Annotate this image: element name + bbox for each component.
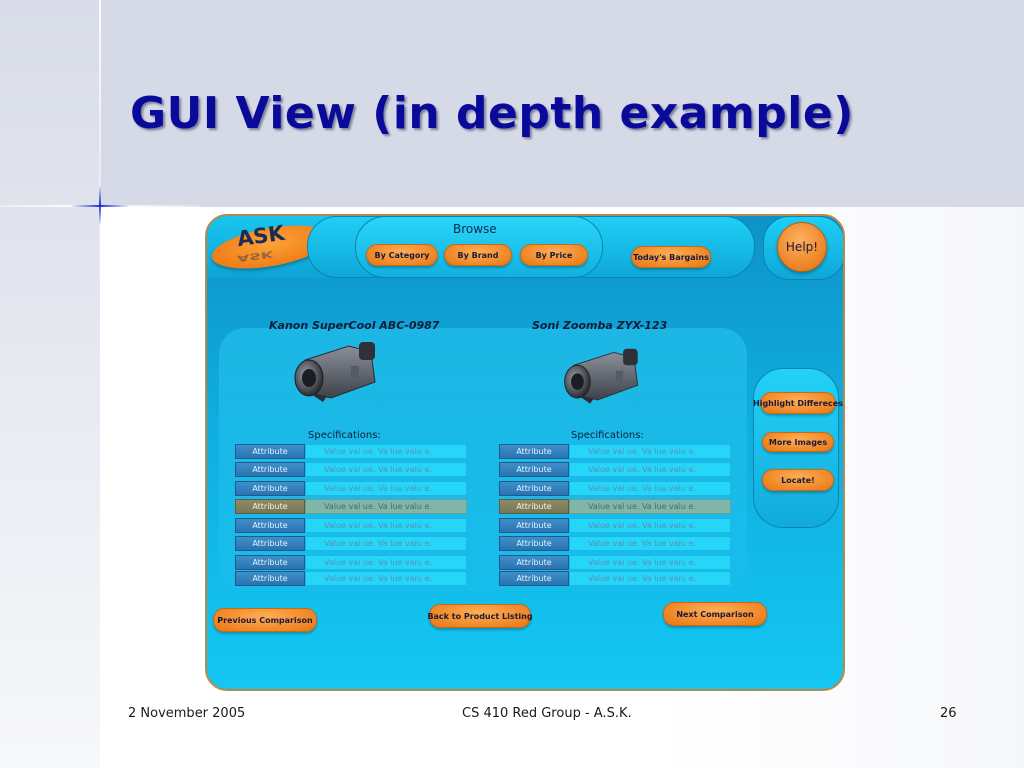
spec-value-cell: Value val ue. Va lue valu e. — [305, 536, 467, 551]
spec-value-cell: Value val ue. Va lue valu e. — [305, 481, 467, 496]
by-price-button[interactable]: By Price — [520, 244, 588, 266]
spec-value-cell: Value val ue. Va lue valu e. — [569, 462, 731, 477]
spec-attribute-cell: Attribute — [235, 481, 305, 496]
table-row: Attribute Value val ue. Va lue valu e. — [235, 518, 467, 533]
table-row: Attribute Value val ue. Va lue valu e. — [235, 462, 467, 477]
table-row: Attribute Value val ue. Va lue valu e. — [499, 444, 731, 459]
spec-attribute-cell: Attribute — [235, 444, 305, 459]
table-row: Attribute Value val ue. Va lue valu e. — [235, 481, 467, 496]
footer-center-text: CS 410 Red Group - A.S.K. — [462, 706, 632, 721]
table-row: Attribute Value val ue. Va lue valu e. — [499, 462, 731, 477]
slide-background-left — [0, 0, 100, 768]
spec-value-cell: Value val ue. Va lue valu e. — [305, 571, 467, 586]
highlight-differences-button[interactable]: Highlight Differeces — [753, 392, 843, 414]
spec-attribute-cell: Attribute — [499, 444, 569, 459]
todays-bargains-button[interactable]: Today's Bargains — [631, 246, 711, 268]
spec-value-cell: Value val ue. Va lue valu e. — [305, 444, 467, 459]
table-row: Attribute Value val ue. Va lue valu e. — [499, 481, 731, 496]
product-name-left: Kanon SuperCool ABC-0987 — [269, 319, 440, 332]
table-row: Attribute Value val ue. Va lue valu e. — [499, 536, 731, 551]
spec-attribute-cell: Attribute — [499, 481, 569, 496]
spec-value-cell: Value val ue. Va lue valu e. — [569, 536, 731, 551]
table-row: Attribute Value val ue. Va lue valu e. — [235, 444, 467, 459]
spec-value-cell: Value val ue. Va lue valu e. — [305, 555, 467, 570]
table-row: Attribute Value val ue. Va lue valu e. — [499, 571, 731, 586]
next-comparison-button[interactable]: Next Comparison — [663, 602, 767, 626]
slide-header-band — [100, 0, 1024, 207]
spec-value-cell: Value val ue. Va lue valu e. — [569, 444, 731, 459]
specifications-label-left: Specifications: — [308, 430, 381, 441]
camcorder-image-right — [564, 348, 639, 404]
help-button[interactable]: Help! — [777, 222, 827, 272]
spec-attribute-cell: Attribute — [235, 536, 305, 551]
spec-attribute-cell: Attribute — [499, 571, 569, 586]
slide-title: GUI View (in depth example) — [130, 88, 854, 139]
spec-value-cell: Value val ue. Va lue valu e. — [569, 499, 731, 514]
spec-value-cell: Value val ue. Va lue valu e. — [305, 462, 467, 477]
table-row: Attribute Value val ue. Va lue valu e. — [235, 571, 467, 586]
back-to-product-listing-button[interactable]: Back to Product Listing — [427, 604, 533, 628]
table-row-highlighted: Attribute Value val ue. Va lue valu e. — [499, 499, 731, 514]
by-brand-button[interactable]: By Brand — [444, 244, 512, 266]
app-window: ASK ASK Browse By Category By Brand By P… — [205, 214, 845, 691]
by-category-button[interactable]: By Category — [366, 244, 438, 266]
table-row-highlighted: Attribute Value val ue. Va lue valu e. — [235, 499, 467, 514]
spec-attribute-cell: Attribute — [235, 571, 305, 586]
more-images-button[interactable]: More Images — [762, 432, 834, 452]
table-row: Attribute Value val ue. Va lue valu e. — [235, 536, 467, 551]
spec-attribute-cell: Attribute — [235, 462, 305, 477]
spec-attribute-cell: Attribute — [499, 518, 569, 533]
spec-attribute-cell: Attribute — [499, 536, 569, 551]
decorative-vertical-line — [99, 0, 101, 280]
locate-button[interactable]: Locate! — [762, 469, 834, 491]
product-name-right: Soni Zoomba ZYX-123 — [532, 319, 668, 332]
spec-value-cell: Value val ue. Va lue valu e. — [305, 518, 467, 533]
specifications-label-right: Specifications: — [571, 430, 644, 441]
spec-attribute-cell: Attribute — [235, 499, 305, 514]
camcorder-image-left — [294, 342, 376, 402]
spec-value-cell: Value val ue. Va lue valu e. — [569, 555, 731, 570]
table-row: Attribute Value val ue. Va lue valu e. — [235, 555, 467, 570]
spec-value-cell: Value val ue. Va lue valu e. — [569, 518, 731, 533]
spec-value-cell: Value val ue. Va lue valu e. — [569, 481, 731, 496]
footer-page-number: 26 — [940, 706, 957, 721]
browse-label: Browse — [453, 222, 497, 236]
spec-value-cell: Value val ue. Va lue valu e. — [569, 571, 731, 586]
spec-attribute-cell: Attribute — [499, 499, 569, 514]
decorative-star-horizontal — [70, 205, 130, 207]
table-row: Attribute Value val ue. Va lue valu e. — [499, 555, 731, 570]
footer-date: 2 November 2005 — [128, 706, 246, 721]
spec-value-cell: Value val ue. Va lue valu e. — [305, 499, 467, 514]
table-row: Attribute Value val ue. Va lue valu e. — [499, 518, 731, 533]
spec-attribute-cell: Attribute — [499, 555, 569, 570]
previous-comparison-button[interactable]: Previous Comparison — [213, 608, 317, 632]
spec-attribute-cell: Attribute — [235, 518, 305, 533]
spec-attribute-cell: Attribute — [499, 462, 569, 477]
spec-attribute-cell: Attribute — [235, 555, 305, 570]
